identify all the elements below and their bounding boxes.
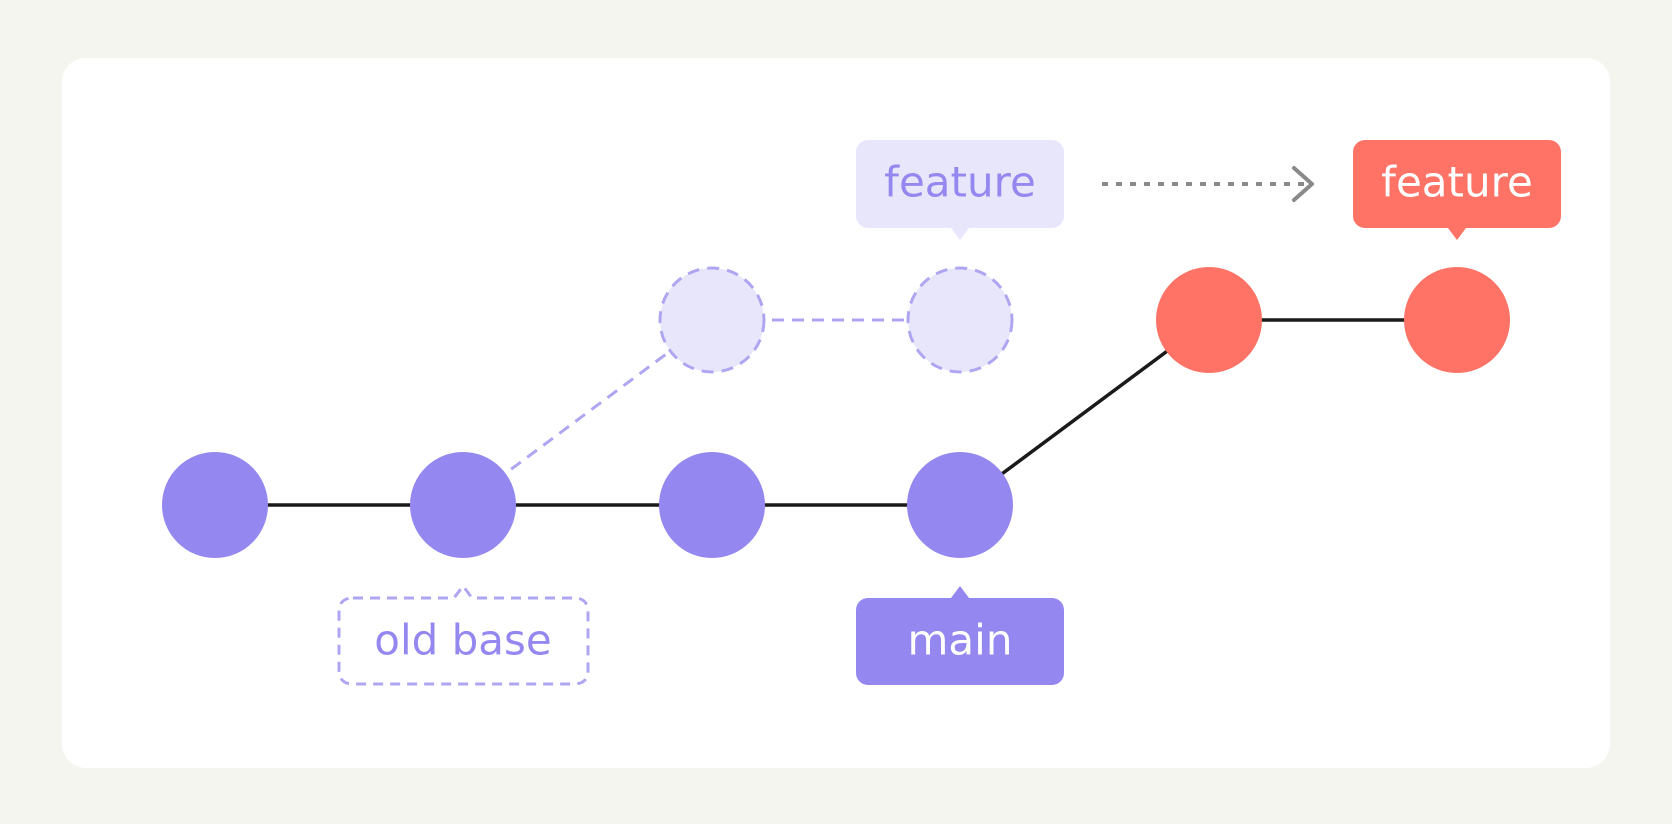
ghost-commit-2 xyxy=(906,266,1014,374)
dotted-arrow-right-icon xyxy=(1102,166,1314,202)
label-new-feature: feature xyxy=(1353,140,1561,240)
feature-commit-1 xyxy=(1156,267,1262,373)
main-commit-2 xyxy=(410,452,516,558)
label-new-feature-text: feature xyxy=(1381,158,1533,207)
feature-commit-2 xyxy=(1404,267,1510,373)
diagram-card xyxy=(62,58,1610,768)
label-old-base-text: old base xyxy=(374,616,552,665)
label-old-feature: feature xyxy=(856,140,1064,240)
label-main-text: main xyxy=(908,616,1013,665)
label-old-base: old base xyxy=(337,583,590,686)
main-commit-4 xyxy=(907,452,1013,558)
main-commit-1 xyxy=(162,452,268,558)
main-commit-3 xyxy=(659,452,765,558)
label-old-feature-text: feature xyxy=(884,158,1036,207)
label-main: main xyxy=(856,586,1064,685)
ghost-commit-1 xyxy=(658,266,766,374)
